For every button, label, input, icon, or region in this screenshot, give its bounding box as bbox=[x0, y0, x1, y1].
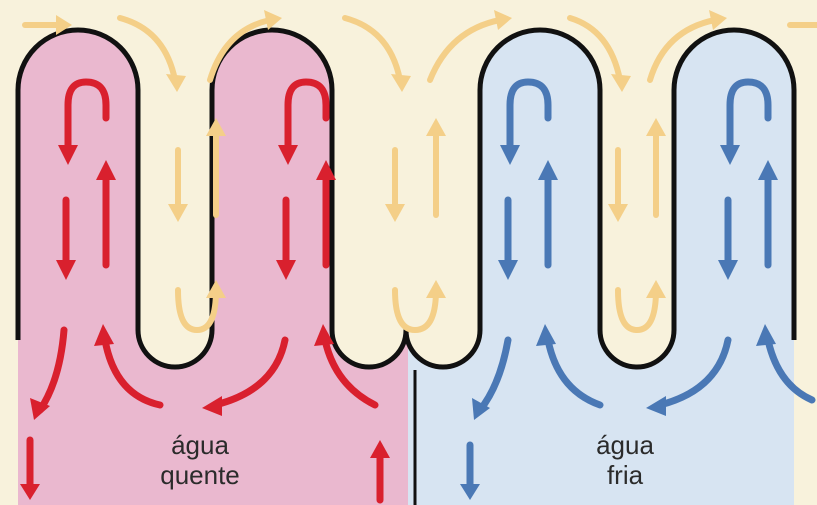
hot-water-label: água quente bbox=[140, 430, 260, 490]
cold-water-label: água fria bbox=[570, 430, 680, 490]
hot-water-label-line1: água bbox=[140, 430, 260, 460]
cold-water-label-line2: fria bbox=[570, 460, 680, 490]
cold-water-label-line1: água bbox=[570, 430, 680, 460]
hot-water-label-line2: quente bbox=[140, 460, 260, 490]
